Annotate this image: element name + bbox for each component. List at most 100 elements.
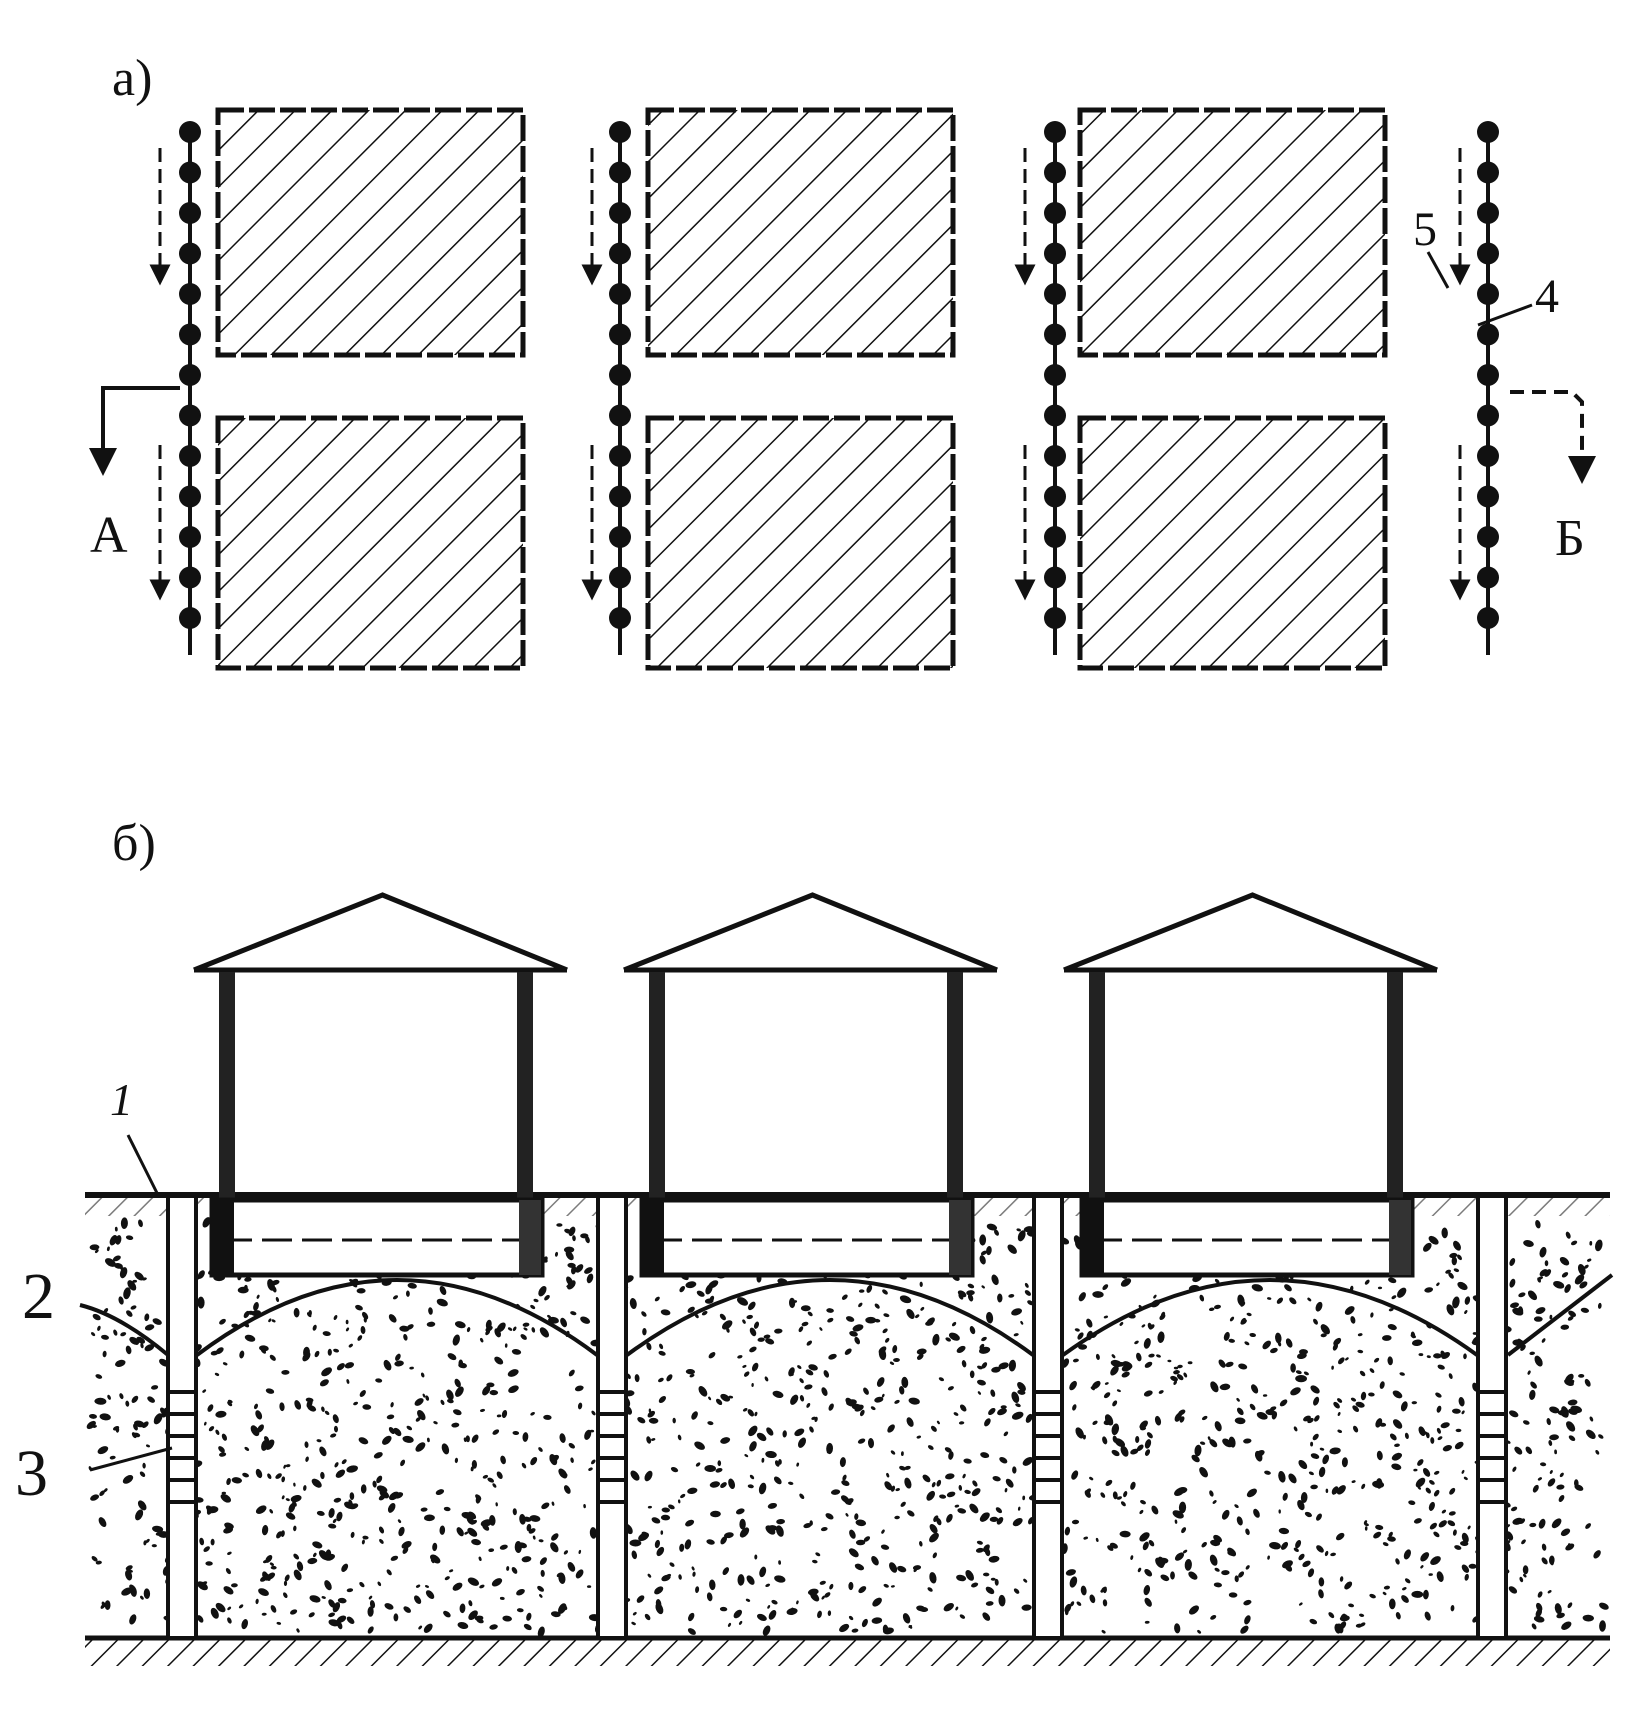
well-point — [609, 607, 631, 629]
soil-grain — [1004, 1488, 1008, 1493]
soil-grain — [990, 1577, 996, 1581]
well-point — [1477, 404, 1499, 427]
soil-grain — [1209, 1554, 1218, 1566]
soil-grain — [1458, 1396, 1465, 1407]
soil-grain — [1382, 1591, 1387, 1596]
soil-grain — [823, 1370, 830, 1378]
soil-grain — [1199, 1441, 1206, 1445]
soil-grain — [529, 1515, 541, 1522]
soil-grain — [848, 1548, 859, 1558]
soil-grain — [435, 1489, 445, 1496]
soil-grain — [848, 1581, 854, 1591]
soil-grain — [530, 1304, 536, 1310]
soil-grain — [1584, 1264, 1589, 1269]
soil-grain — [962, 1473, 966, 1479]
well-point — [1044, 242, 1066, 265]
well-point — [179, 364, 201, 386]
soil-grain — [1387, 1356, 1393, 1366]
soil-grain — [979, 1234, 987, 1246]
soil-grain — [1565, 1231, 1571, 1239]
soil-grain — [677, 1434, 682, 1441]
soil-grain — [694, 1441, 705, 1450]
soil-grain — [361, 1539, 365, 1545]
soil-grain — [367, 1606, 374, 1617]
soil-grain — [1580, 1307, 1590, 1313]
soil-grain — [1353, 1425, 1359, 1433]
soil-grain — [1449, 1487, 1456, 1495]
soil-grain — [753, 1321, 760, 1329]
soil-grain — [1420, 1565, 1424, 1569]
soil-grain — [589, 1527, 597, 1539]
well-point — [1044, 323, 1066, 346]
soil-grain — [1352, 1405, 1360, 1413]
soil-grain — [1269, 1542, 1281, 1550]
outlet-label-a: А — [90, 507, 128, 564]
soil-grain — [244, 1334, 256, 1342]
soil-grain — [591, 1459, 596, 1465]
well-point — [179, 161, 201, 184]
soil-grain — [685, 1281, 697, 1289]
soil-grain — [1290, 1387, 1301, 1396]
soil-grain — [1210, 1381, 1219, 1393]
soil-grain — [1454, 1545, 1462, 1550]
soil-grain — [1383, 1585, 1390, 1590]
soil-grain — [980, 1452, 990, 1459]
soil-grain — [747, 1301, 756, 1311]
soil-grain — [101, 1334, 109, 1340]
soil-grain — [1361, 1483, 1366, 1490]
soil-grain — [944, 1447, 952, 1453]
house-basement — [639, 1197, 975, 1278]
soil-grain — [771, 1599, 778, 1605]
soil-grain — [1298, 1553, 1305, 1561]
soil-grain — [1422, 1467, 1431, 1477]
soil-grain — [255, 1410, 263, 1420]
soil-grain — [350, 1531, 355, 1538]
soil-grain — [1553, 1280, 1565, 1289]
soil-grain — [1089, 1476, 1094, 1481]
soil-grain — [346, 1465, 359, 1473]
soil-grain — [647, 1573, 652, 1578]
soil-grain — [1015, 1403, 1021, 1408]
soil-grain — [948, 1451, 954, 1460]
soil-grain — [1243, 1438, 1252, 1444]
soil-grain — [345, 1319, 349, 1325]
soil-grain — [710, 1510, 721, 1518]
soil-grain — [704, 1298, 714, 1304]
building-block — [645, 107, 956, 358]
soil-grain — [1111, 1423, 1120, 1436]
soil-grain — [1179, 1416, 1185, 1423]
soil-grain — [1307, 1297, 1312, 1302]
soil-grain — [929, 1572, 937, 1584]
soil-grain — [680, 1493, 686, 1499]
soil-grain — [985, 1601, 994, 1606]
callout-1-leader — [126, 1134, 160, 1196]
soil-grain — [403, 1333, 408, 1341]
soil-grain — [446, 1389, 454, 1401]
soil-grain — [502, 1615, 512, 1622]
soil-grain — [1016, 1228, 1021, 1232]
soil-grain — [570, 1311, 577, 1316]
soil-grain — [1249, 1403, 1256, 1411]
soil-grain — [227, 1551, 232, 1555]
soil-grain — [1310, 1441, 1314, 1447]
soil-grain — [1225, 1361, 1234, 1368]
soil-grain — [1090, 1386, 1095, 1391]
soil-grain — [1389, 1598, 1396, 1610]
soil-grain — [131, 1395, 139, 1403]
basement-wall-right — [519, 1200, 541, 1275]
soil-grain — [746, 1575, 755, 1585]
soil-grain — [336, 1511, 343, 1522]
soil-grain — [709, 1481, 721, 1488]
soil-grain — [739, 1518, 746, 1530]
soil-grain — [393, 1613, 399, 1622]
soil-grain — [1460, 1540, 1469, 1547]
soil-grain — [125, 1345, 132, 1355]
soil-grain — [1433, 1489, 1440, 1497]
soil-grain — [296, 1561, 304, 1572]
soil-grain — [1391, 1463, 1402, 1471]
soil-grain — [327, 1348, 332, 1356]
depression-curves — [79, 1273, 1614, 1357]
soil-grain — [1095, 1353, 1100, 1360]
soil-grain — [1509, 1410, 1519, 1418]
soil-grain — [1157, 1331, 1165, 1343]
